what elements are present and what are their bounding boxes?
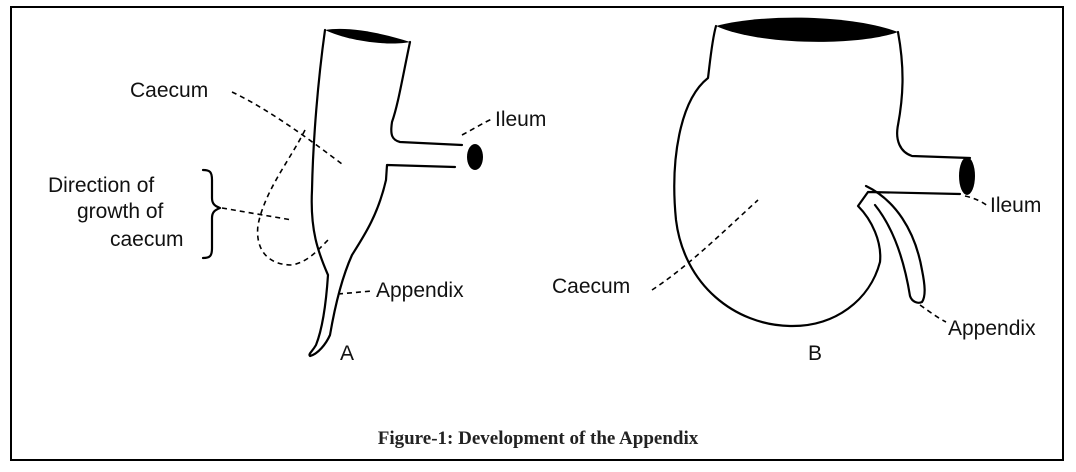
figure-a-direction-leader <box>222 208 292 220</box>
figure-b: Ileum Caecum Appendix B <box>552 18 1041 365</box>
figure-a-caecum-label: Caecum <box>130 79 208 102</box>
figure-a-top-opening <box>325 29 410 44</box>
figure-caption: Figure-1: Development of the Appendix <box>0 428 1076 450</box>
figure-a-caecum-outline <box>309 30 462 356</box>
figure-b-appendix-leader <box>920 305 946 322</box>
figure-a-appendix-leader <box>338 291 372 294</box>
figure-a-appendix-label: Appendix <box>376 279 464 302</box>
figure-b-ileum-leader <box>965 196 988 206</box>
figure-a: Caecum Ileum Direction of growth of caec… <box>48 29 546 365</box>
figure-a-direction-label-2: growth of <box>77 200 164 223</box>
figure-b-caecum-outline <box>674 26 970 326</box>
figure-b-caecum-label: Caecum <box>552 275 630 298</box>
figure-a-letter: A <box>340 342 354 365</box>
figure-a-bracket <box>203 170 220 258</box>
figure-b-appendix-outline <box>866 186 925 303</box>
figure-b-ileum-label: Ileum <box>990 194 1041 217</box>
figure-b-appendix-label: Appendix <box>948 317 1036 340</box>
figure-a-ileum-leader <box>462 119 492 135</box>
figure-b-top-opening <box>716 18 898 42</box>
figure-b-ileum-end <box>959 157 975 195</box>
figure-a-direction-label-1: Direction of <box>48 174 154 197</box>
figure-a-caecum-leader <box>232 92 342 164</box>
figure-a-ileum-end <box>467 144 483 170</box>
figure-a-ileum-label: Ileum <box>495 108 546 131</box>
figure-b-letter: B <box>808 342 822 365</box>
figure-a-direction-label-3: caecum <box>110 228 184 251</box>
figure-b-caecum-leader <box>652 200 758 290</box>
